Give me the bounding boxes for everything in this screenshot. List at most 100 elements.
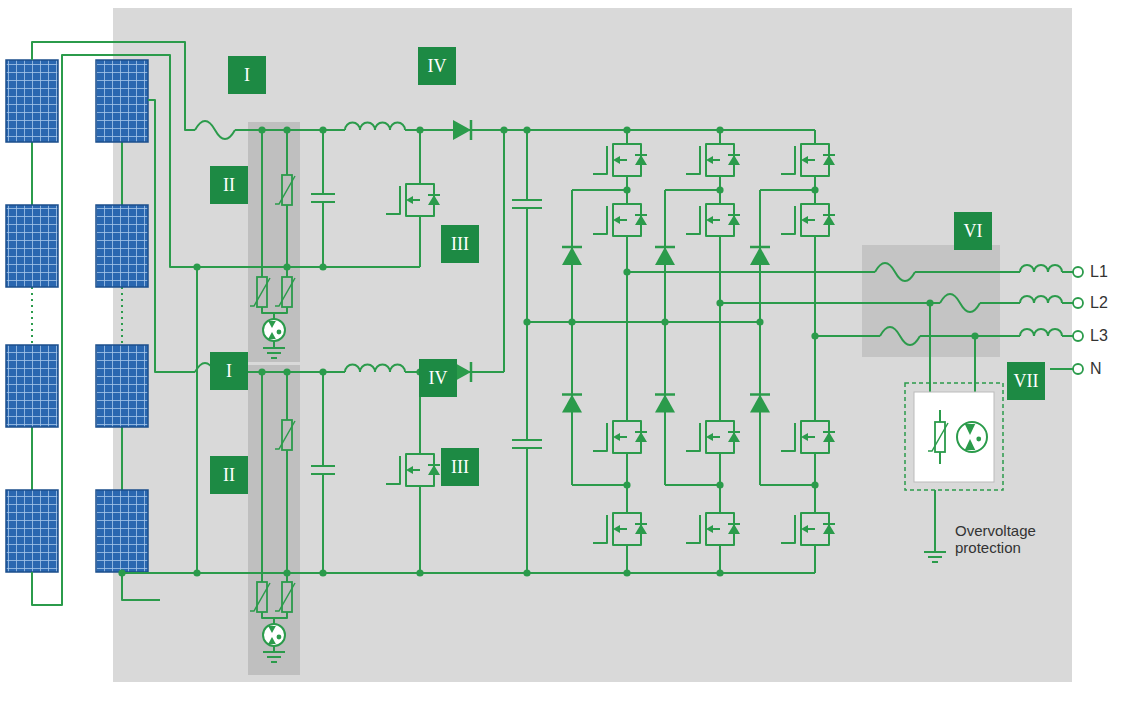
junction-dot: [283, 569, 290, 576]
junction-dot: [193, 569, 200, 576]
callout-number: II: [210, 456, 248, 494]
junction-dot: [283, 368, 290, 375]
diode-symbol: [750, 247, 770, 265]
protection-outline: [905, 383, 1003, 490]
body-diode: [728, 524, 740, 534]
varistor-slash: [275, 278, 295, 306]
string-wire: [31, 142, 33, 205]
junction-dot: [716, 569, 723, 576]
junction-dot: [971, 332, 978, 339]
diode-symbol: [750, 395, 770, 413]
wire: [1062, 335, 1073, 337]
inverter-housing: [113, 8, 1072, 682]
diode-symbol: [562, 247, 582, 265]
fuse-symbol: [880, 327, 920, 345]
ground-symbol: [263, 652, 285, 662]
mosfet-channel: [613, 130, 627, 190]
mosfet-arrow: [801, 433, 808, 441]
callout-number: IV: [418, 47, 456, 85]
string-wire: [121, 142, 123, 205]
wire: [939, 410, 941, 422]
mosfet-arrow: [613, 433, 620, 441]
pv-module: [96, 345, 148, 427]
gdt-electrode: [268, 637, 276, 644]
wire: [32, 55, 420, 605]
gdt-dot: [277, 330, 282, 335]
body-diode-bar: [428, 194, 440, 196]
callout-number: IV: [419, 359, 457, 397]
mosfet-channel: [706, 485, 720, 573]
junction-dot: [811, 481, 818, 488]
wire: [262, 307, 287, 313]
varistor-slash: [275, 176, 295, 204]
terminal-name: L2: [1090, 294, 1108, 312]
mosfet-arrow: [706, 433, 713, 441]
body-diode: [428, 195, 440, 205]
wire: [286, 205, 288, 267]
inductor-symbol: [1020, 265, 1062, 272]
junction-dot: [661, 318, 668, 325]
gdt-electrode: [268, 332, 276, 339]
surge-band: [248, 365, 300, 675]
junction-dot: [319, 368, 326, 375]
diode-bar: [470, 362, 473, 382]
gdt-electrode: [268, 626, 276, 633]
mosfet-arrow: [406, 466, 413, 474]
wire: [503, 130, 505, 372]
junction-dot: [523, 318, 530, 325]
wire: [322, 372, 324, 466]
wire: [148, 100, 195, 372]
junction-dot: [568, 318, 575, 325]
mosfet-arrow: [613, 216, 620, 224]
mosfet-arrow: [613, 156, 620, 164]
junction-dot: [283, 263, 290, 270]
diode-bar: [655, 393, 675, 396]
wire: [527, 321, 760, 323]
string-wire: [31, 427, 33, 490]
terminal-name: N: [1090, 360, 1102, 378]
pv-module: [6, 60, 58, 142]
mosfet-channel: [613, 190, 627, 250]
callout-number: I: [210, 352, 248, 390]
wire: [526, 322, 528, 440]
wire: [526, 208, 528, 322]
mosfet-gate: [686, 515, 700, 543]
varistor-slash: [250, 278, 270, 306]
mosfet-gate: [593, 146, 607, 174]
mosfet-gate: [781, 206, 795, 234]
wire: [720, 302, 940, 304]
mosfet-channel: [801, 485, 815, 573]
pv-module: [96, 60, 148, 142]
inductor-symbol: [1020, 296, 1062, 303]
body-diode: [635, 215, 647, 225]
string-wire: [121, 427, 123, 490]
mosfet-gate: [686, 206, 700, 234]
wire: [286, 130, 288, 175]
junction-dot: [811, 186, 818, 193]
junction-dot: [319, 263, 326, 270]
wire: [939, 452, 941, 464]
body-diode-bar: [728, 431, 740, 433]
diode-symbol: [562, 395, 582, 413]
mosfet-gate: [781, 146, 795, 174]
terminal: [1073, 331, 1083, 341]
ground-symbol: [924, 552, 946, 562]
callout-number: III: [441, 448, 479, 486]
body-diode-bar: [823, 523, 835, 525]
wire: [322, 202, 324, 267]
diode-symbol: [655, 247, 675, 265]
fuse-symbol: [875, 263, 915, 281]
mosfet-arrow: [801, 156, 808, 164]
mosfet-channel: [613, 390, 627, 485]
body-diode: [823, 155, 835, 165]
capacitor-symbol: [311, 194, 335, 202]
diode-bar: [562, 246, 582, 249]
wire: [915, 271, 1020, 273]
body-diode-bar: [635, 431, 647, 433]
wire: [572, 189, 627, 191]
mosfet-gate: [781, 515, 795, 543]
capacitor-symbol: [512, 440, 542, 448]
body-diode: [635, 432, 647, 442]
wire: [929, 303, 931, 392]
varistor-slash: [250, 583, 270, 611]
